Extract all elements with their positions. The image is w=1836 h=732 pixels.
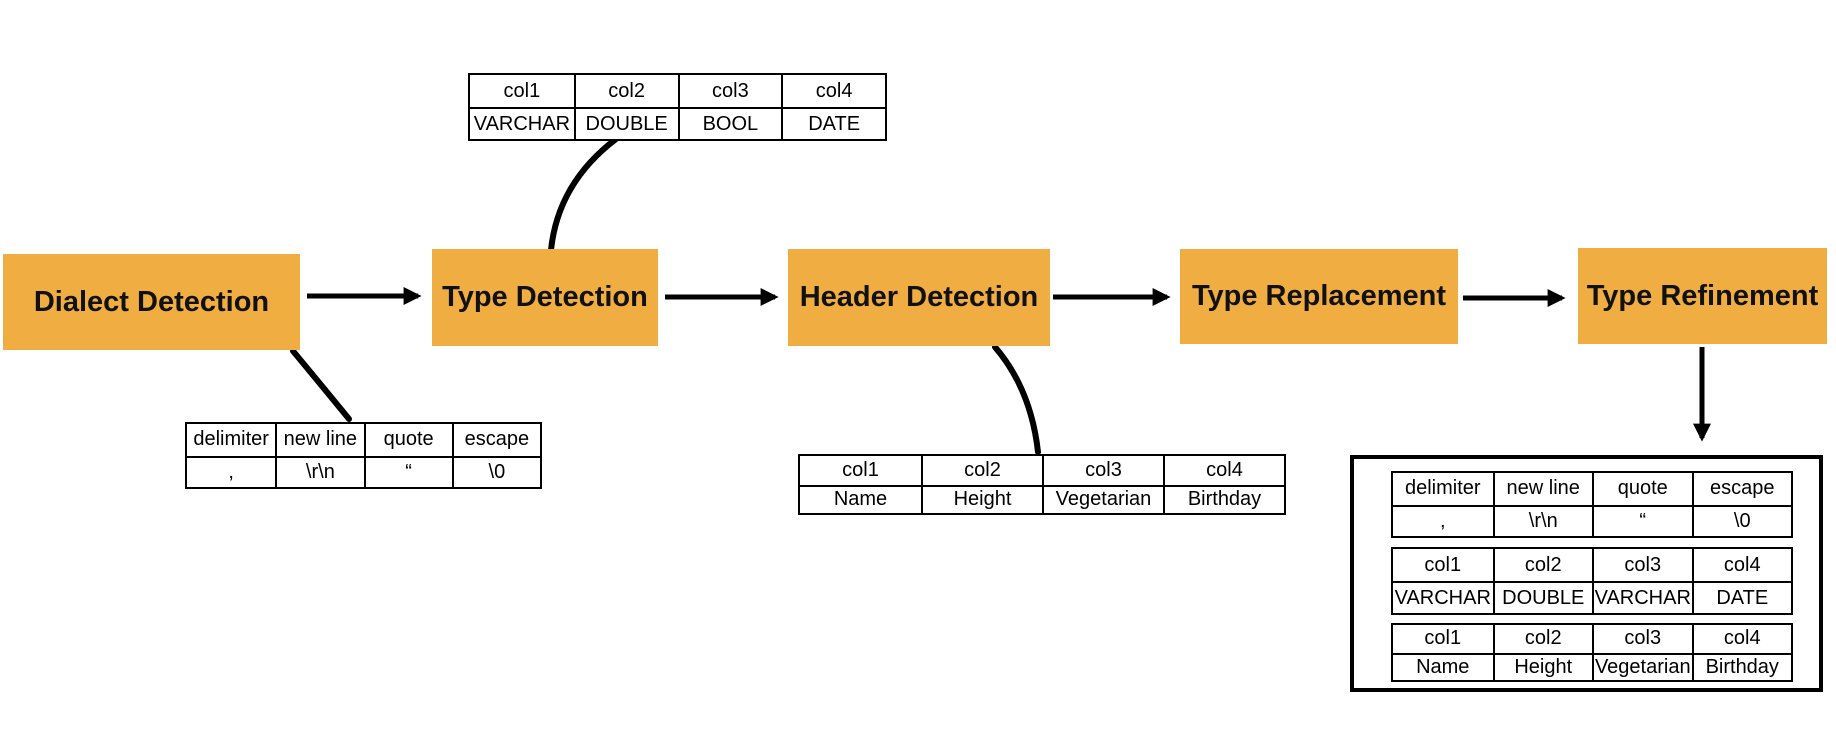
table-value-cell: \r\n (275, 455, 364, 487)
table-header-cell: col4 (1163, 456, 1284, 485)
table-header-cell: quote (363, 424, 452, 456)
table-header-cell: col3 (677, 75, 782, 107)
table-header-cell: escape (451, 424, 540, 456)
table-header-cell: col1 (1424, 553, 1462, 576)
table-value-cell: Birthday (1691, 652, 1791, 680)
table-header-cell: col1 (503, 79, 541, 102)
table-header-cell: col3 (1042, 456, 1163, 485)
table-header-cell: new line (275, 424, 363, 456)
table-header-cell: delimiter (193, 428, 269, 451)
table-header-cell: col2 (1492, 625, 1593, 653)
table-value-cell: “ (363, 455, 452, 487)
stage-type-refinement: Type Refinement (1578, 248, 1827, 344)
table-header-cell: col3 (1592, 625, 1692, 653)
table-value-cell: Name (800, 484, 921, 514)
table-header-cell: col4 (1691, 549, 1792, 581)
table-header-cell: delimiter (1404, 477, 1481, 500)
stage-dialect-detection: Dialect Detection (3, 254, 300, 350)
table-value-cell: “ (1592, 504, 1692, 536)
table-value-cell: VARCHAR (1592, 581, 1692, 613)
curve-headerdetect-to-table (992, 344, 1041, 455)
table-value-cell: \0 (451, 455, 540, 487)
table-header-cell: col2 (921, 456, 1042, 485)
table-value-cell: DOUBLE (1492, 581, 1592, 613)
table-header-cell: col2 (573, 75, 678, 107)
stage-header-detection: Header Detection (788, 249, 1050, 346)
table-value-cell: Birthday (1163, 484, 1284, 513)
table-header-cell: col2 (1492, 549, 1593, 581)
table-value-cell: BOOL (677, 107, 782, 139)
table-header-cell: col4 (781, 75, 885, 107)
table-value-cell: , (187, 455, 276, 488)
table-value-cell: \0 (1691, 504, 1791, 536)
table-header-cell: col4 (1691, 625, 1792, 653)
table-value-cell: Name (1393, 652, 1493, 681)
table-value-cell: Vegetarian (1042, 484, 1163, 513)
curve-dialect-to-table (290, 348, 352, 422)
curve-typedetect-to-table (548, 136, 619, 253)
table-value-cell: Height (921, 484, 1042, 513)
stage-type-detection: Type Detection (432, 249, 658, 346)
table-value-cell: Vegetarian (1592, 652, 1692, 680)
table-header-cell: quote (1592, 473, 1692, 505)
stage-type-replacement: Type Replacement (1180, 249, 1458, 344)
table-value-cell: Height (1492, 652, 1592, 680)
table-value-cell: VARCHAR (470, 107, 574, 139)
table-value-cell: \r\n (1492, 504, 1592, 536)
table-header-cell: new line (1492, 473, 1593, 505)
table-value-cell: VARCHAR (1393, 581, 1493, 613)
table-value-cell: DATE (781, 107, 885, 139)
table-value-cell: , (1393, 504, 1493, 537)
table-value-cell: DATE (1691, 581, 1791, 613)
table-header-cell: col1 (842, 458, 879, 481)
table-header-cell: col3 (1592, 549, 1692, 581)
table-value-cell: DOUBLE (573, 107, 678, 139)
table-header-cell: col1 (1424, 627, 1462, 650)
table-header-cell: escape (1691, 473, 1792, 505)
